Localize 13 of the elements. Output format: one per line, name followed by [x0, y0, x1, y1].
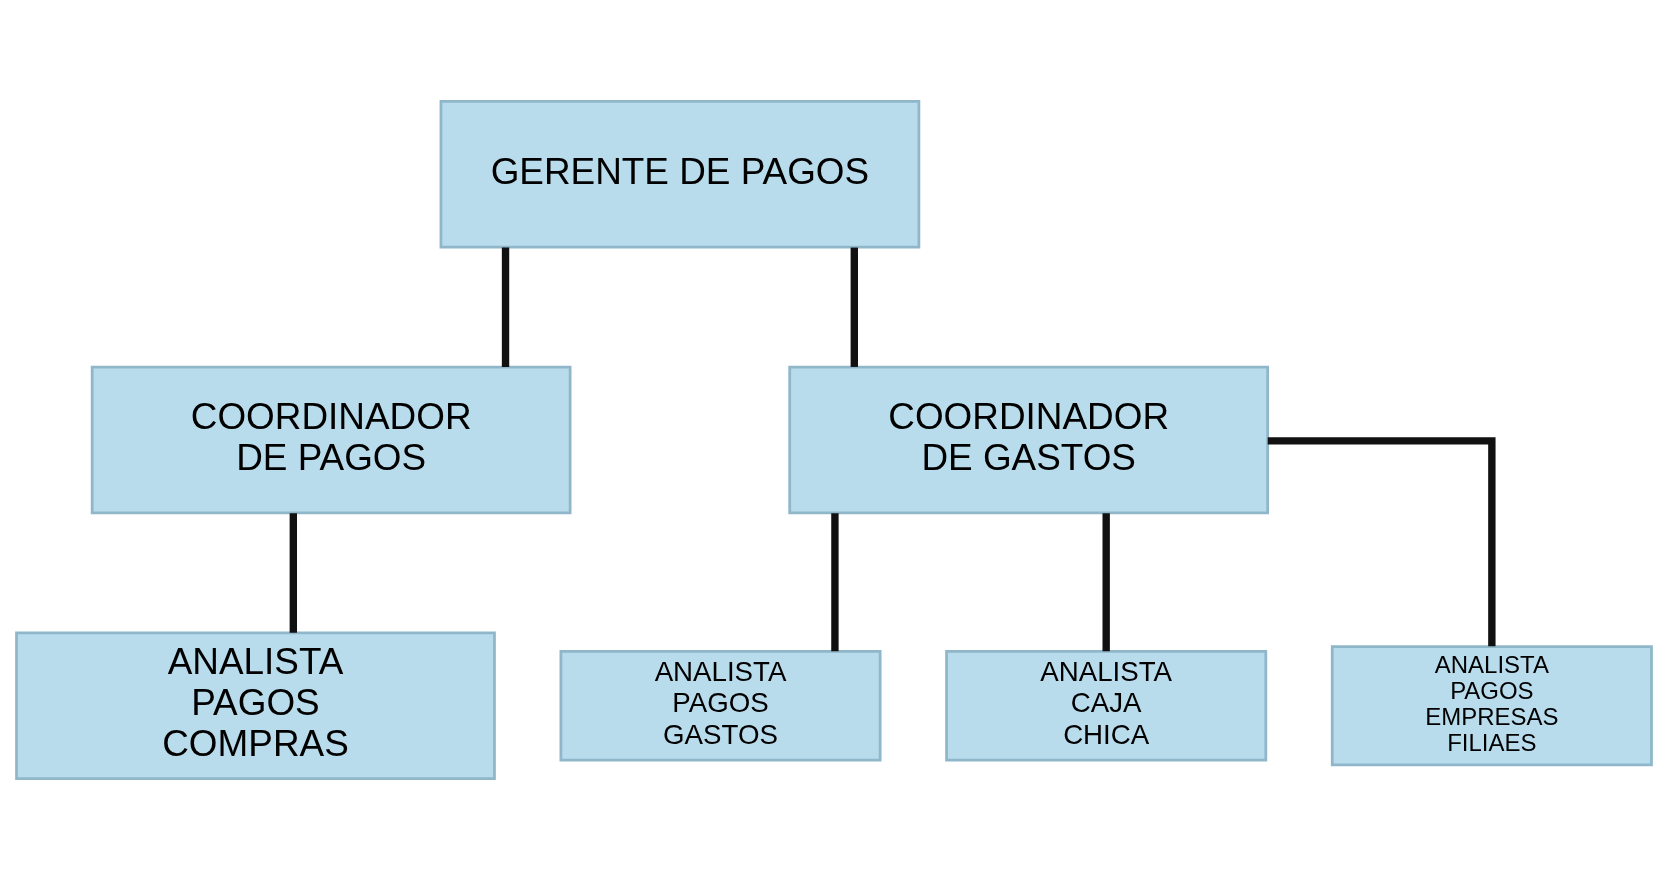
connector	[1102, 512, 1110, 651]
node-box: GERENTE DE PAGOS	[439, 99, 921, 249]
connector	[501, 247, 510, 367]
node-box: COORDINADOR DE PAGOS	[90, 365, 572, 514]
connector	[1267, 436, 1496, 646]
node-box: ANALISTA PAGOS COMPRAS	[15, 630, 496, 780]
connector	[831, 512, 839, 651]
connector	[289, 512, 297, 633]
connector	[850, 247, 858, 367]
node-box: ANALISTA PAGOS EMPRESAS FILIAES	[1330, 644, 1653, 766]
node-box: COORDINADOR DE GASTOS	[788, 365, 1270, 514]
node-box: ANALISTA CAJA CHICA	[945, 649, 1268, 762]
node-box: ANALISTA PAGOS GASTOS	[559, 649, 882, 762]
